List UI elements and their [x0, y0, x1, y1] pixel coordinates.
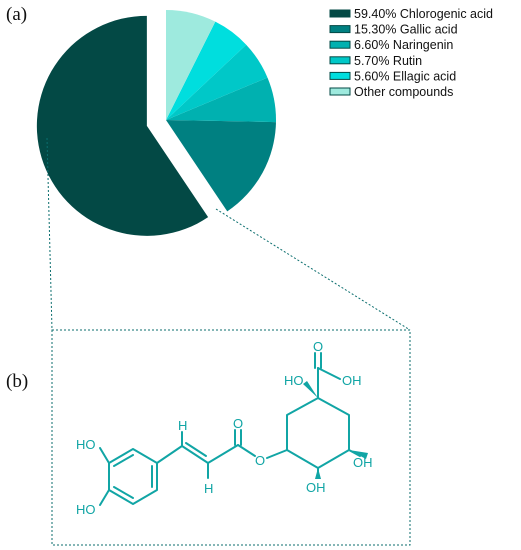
- pie-slice-rutin: [166, 44, 268, 121]
- wedge-c1-ho: [303, 381, 318, 398]
- pie-slice-ellagic-acid: [166, 21, 247, 120]
- legend-label-1: 15.30% Gallic acid: [354, 23, 458, 37]
- pie-chart: [36, 10, 276, 236]
- bond-catechol-oh-top: [99, 447, 110, 464]
- pie-slice-gallic-acid: [166, 120, 276, 212]
- quinic-ring-bonds: [286, 397, 350, 469]
- zoom-line-left: [46, 137, 53, 331]
- zoom-line-right: [215, 208, 411, 331]
- zoom-box: [51, 329, 411, 546]
- legend-swatch-5: [329, 87, 351, 96]
- pie-slice-other-compounds: [166, 10, 216, 120]
- atom-catechol-ho-bottom: HO: [76, 502, 96, 517]
- legend-swatch-4: [329, 71, 351, 80]
- bond-vinyl-double: [185, 442, 207, 457]
- bond-carboxyl-oh: [317, 367, 341, 380]
- legend-label-3: 5.70% Rutin: [354, 54, 422, 68]
- benzene-ring: [108, 448, 158, 505]
- atom-carbonyl-o: O: [313, 339, 323, 354]
- bond-ester-o-carbon: [237, 444, 256, 457]
- pie-slice-chlorogenic-acid: [36, 15, 209, 236]
- benzene-inner-3: [113, 454, 134, 467]
- atom-quaternary-ho: HO: [284, 373, 304, 388]
- bond-ring-ester-o: [266, 449, 288, 459]
- bond-vinyl-aryl: [156, 445, 183, 464]
- bond-carbonyl-vinyl: [207, 444, 239, 464]
- bond-vinyl: [181, 445, 209, 464]
- atom-carboxyl-oh: OH: [342, 373, 362, 388]
- wedge-ring-oh-bottom: [315, 468, 321, 479]
- atom-vinyl-h-bottom: H: [204, 481, 213, 496]
- legend-label-4: 5.60% Ellagic acid: [354, 69, 456, 83]
- benzene-inner-2: [113, 486, 134, 499]
- atom-catechol-ho-top: HO: [76, 437, 96, 452]
- bond-ring-oh-right: [348, 449, 361, 457]
- legend-swatch-2: [329, 40, 351, 49]
- pie-slice-naringenin: [166, 77, 276, 123]
- atom-ester-o: O: [255, 453, 265, 468]
- atom-vinyl-h-top: H: [178, 418, 187, 433]
- legend-label-5: Other compounds: [354, 85, 453, 99]
- legend-swatch-1: [329, 25, 351, 34]
- bond-catechol-oh-bottom: [99, 489, 110, 506]
- panel-label-a: (a): [6, 4, 28, 25]
- panel-label-b: (b): [6, 371, 29, 392]
- legend-swatch-3: [329, 56, 351, 65]
- atom-ring-oh-right: OH: [353, 455, 373, 470]
- legend-label-2: 6.60% Naringenin: [354, 38, 453, 52]
- chlorogenic-acid-structure: [99, 352, 361, 506]
- legend-swatch-0: [329, 9, 351, 18]
- pie-legend: 59.40% Chlorogenic acid 15.30% Gallic aci…: [329, 7, 493, 99]
- atom-ester-carbonyl-o: O: [233, 416, 243, 431]
- zoom-connector: [46, 137, 411, 331]
- legend-label-0: 59.40% Chlorogenic acid: [354, 7, 493, 21]
- wedge-ring-oh-right: [349, 450, 368, 459]
- atom-ring-oh-bottom: OH: [306, 480, 326, 495]
